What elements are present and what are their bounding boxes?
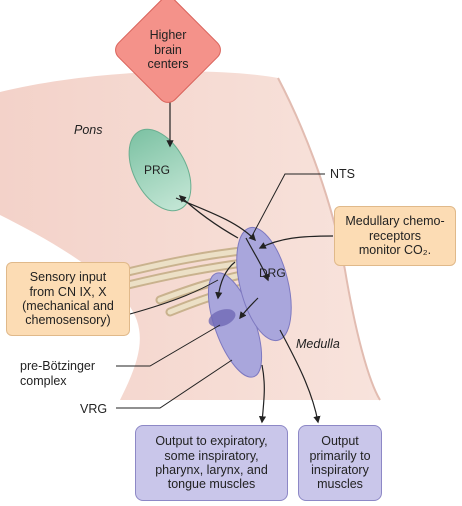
output-inspiratory-box: Output primarily to inspiratory muscles — [298, 425, 382, 501]
medulla-label: Medulla — [296, 337, 340, 352]
sensory-input-label: Sensory input from CN IX, X (mechanical … — [22, 270, 114, 328]
pre-botzinger-label: pre-Bötzinger complex — [20, 359, 95, 389]
drg-label: DRG — [259, 266, 286, 280]
output-expiratory-box: Output to expiratory, some inspiratory, … — [135, 425, 288, 501]
higher-brain-label: Higher brain centers — [148, 28, 189, 71]
chemoreceptors-label: Medullary chemo- receptors monitor CO₂. — [345, 214, 444, 257]
prg-label: PRG — [144, 163, 170, 177]
higher-brain-centers: Higher brain centers — [133, 20, 203, 80]
nts-label: NTS — [330, 167, 355, 182]
sensory-input-box: Sensory input from CN IX, X (mechanical … — [6, 262, 130, 336]
output-inspiratory-label: Output primarily to inspiratory muscles — [309, 434, 370, 492]
output-expiratory-label: Output to expiratory, some inspiratory, … — [155, 434, 268, 492]
chemoreceptors-box: Medullary chemo- receptors monitor CO₂. — [334, 206, 456, 266]
vrg-label: VRG — [80, 402, 107, 417]
pons-label: Pons — [74, 123, 103, 138]
